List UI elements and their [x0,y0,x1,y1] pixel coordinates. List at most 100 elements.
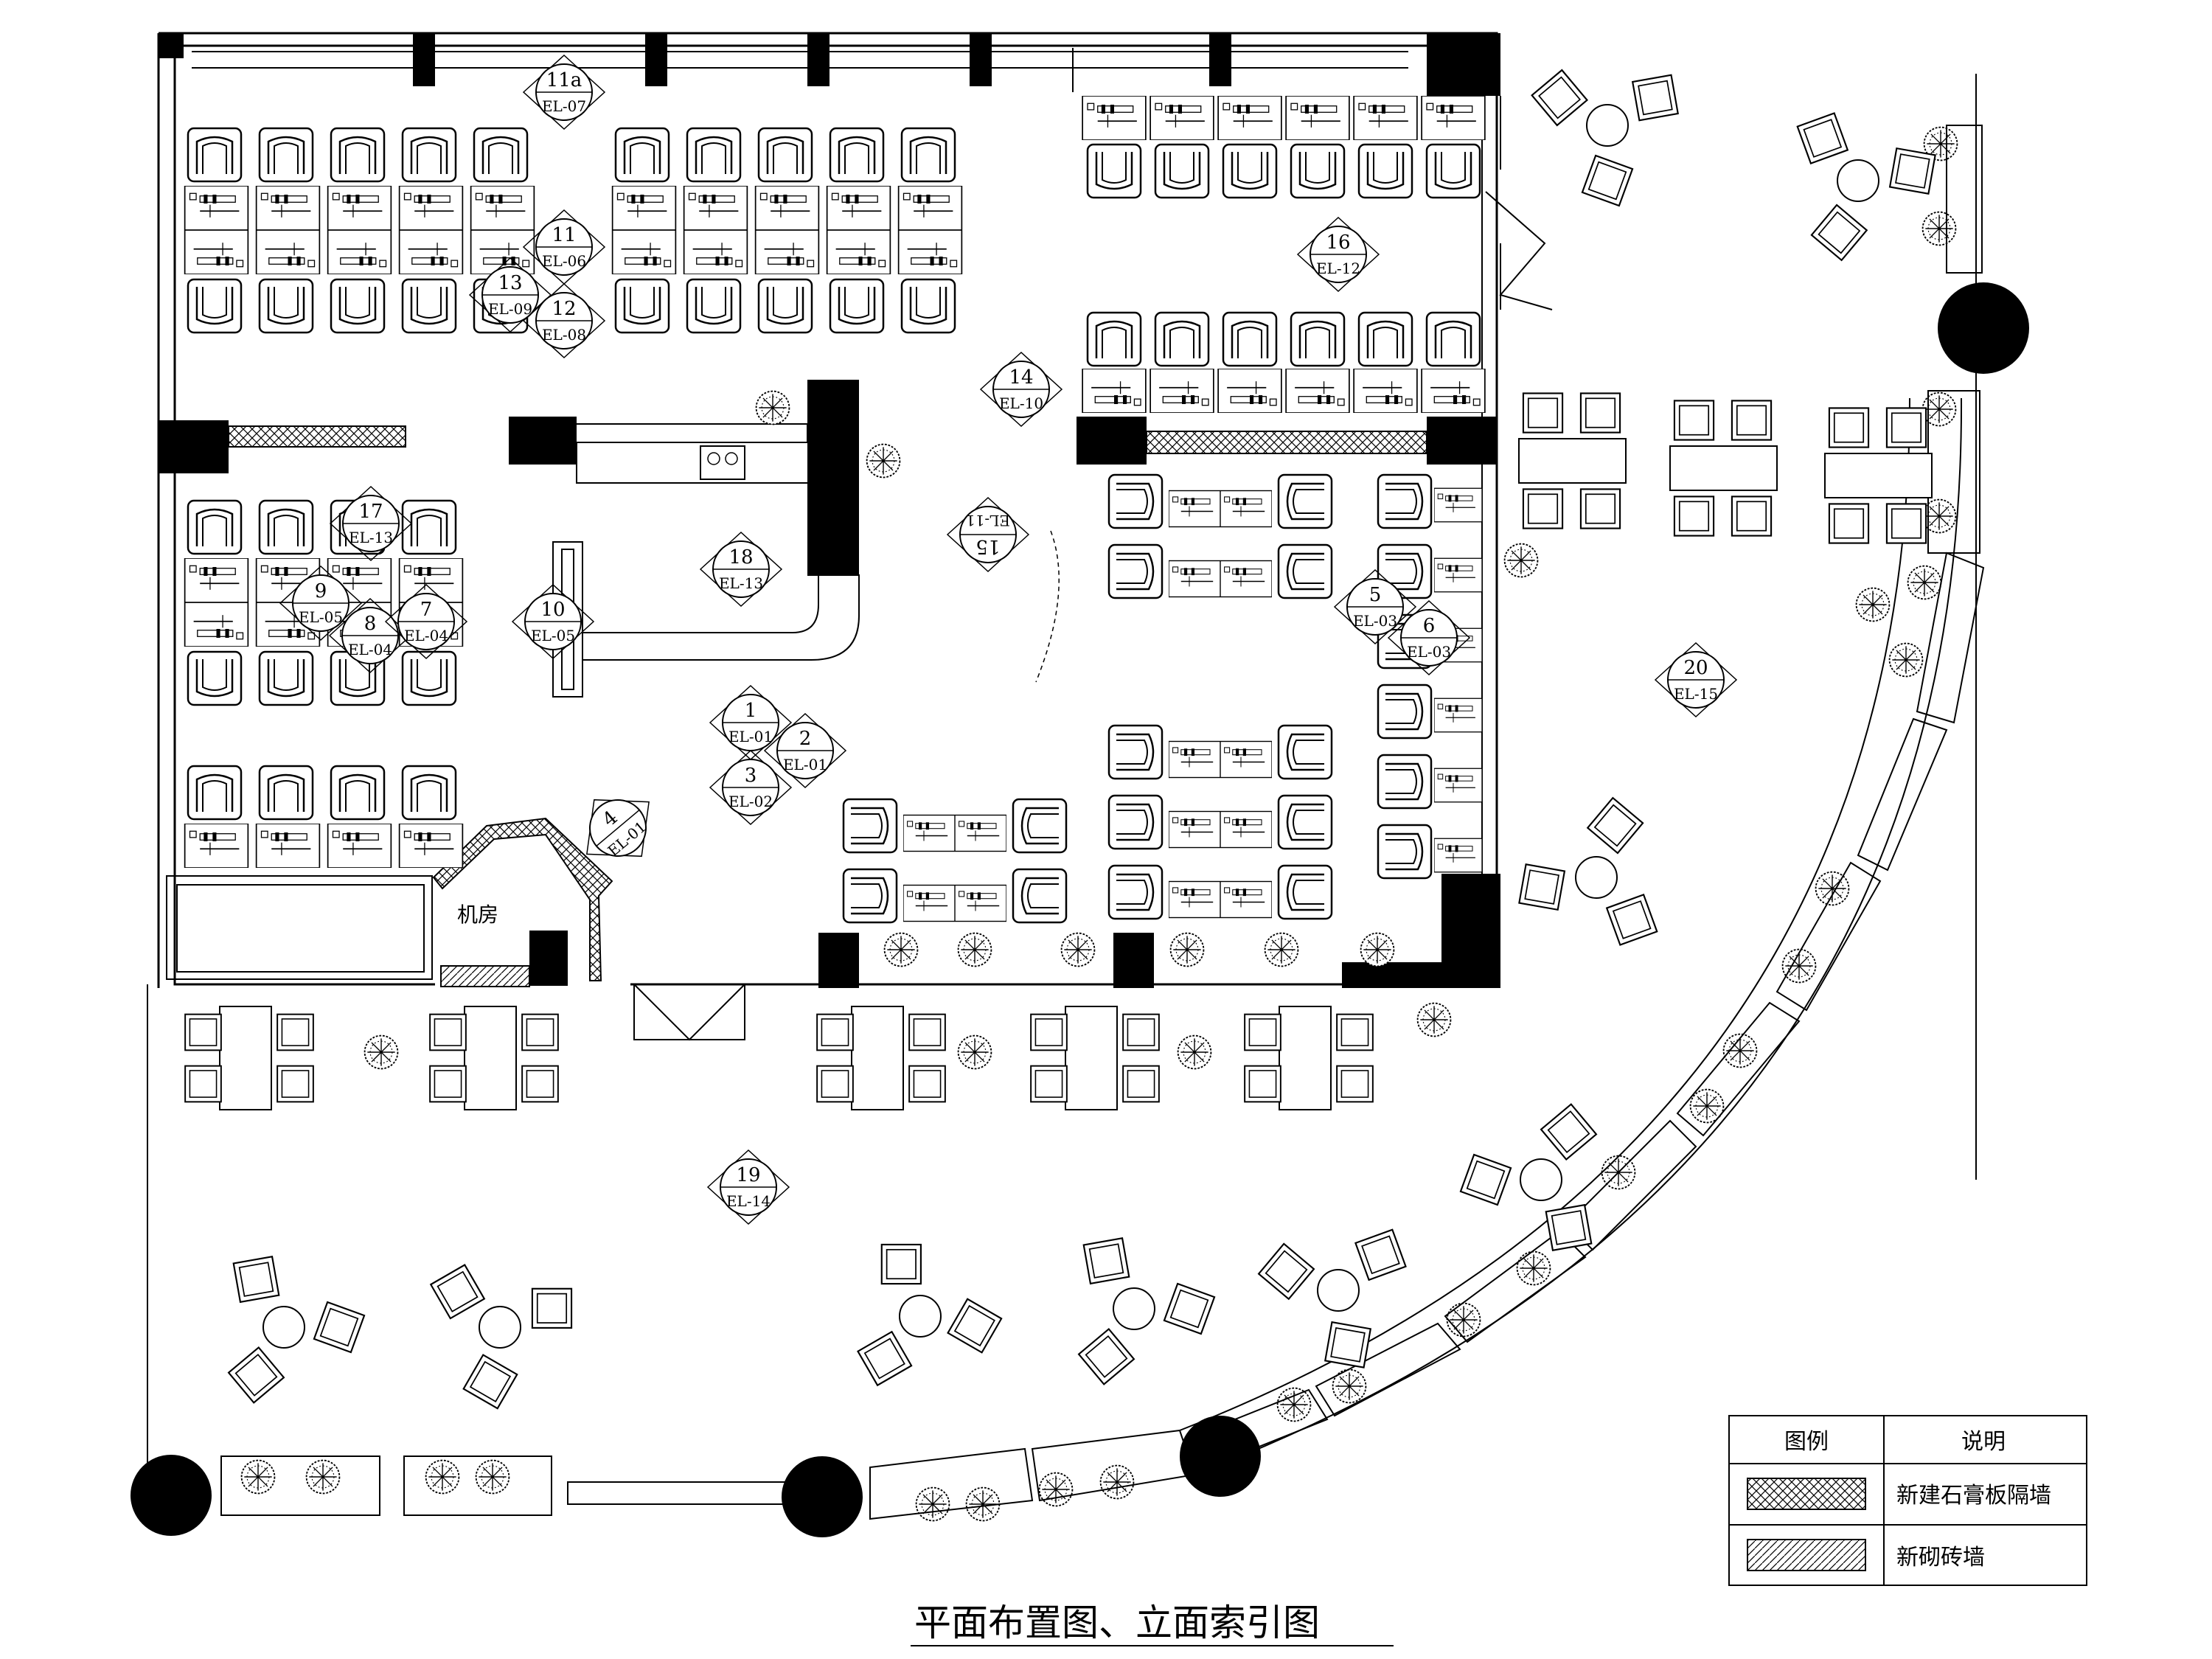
desk [184,230,249,274]
round-table [899,1295,942,1338]
desk [1169,810,1220,849]
desk [1285,96,1350,140]
desk [1150,96,1214,140]
desk [1150,369,1214,413]
marker-number: 3 [745,765,757,787]
marker-number: 1 [745,700,757,722]
shrub [1516,1251,1551,1286]
round-table [1575,856,1618,899]
desk [255,824,321,868]
round-table [1520,1158,1562,1201]
office-chair [1222,311,1278,367]
desk [184,558,249,602]
shrub [240,1459,276,1495]
office-chair [1277,473,1333,529]
elevation-marker: 2EL-01 [763,712,847,789]
office-chair [1425,311,1481,367]
office-chair [1377,754,1433,810]
office-chair [1277,864,1333,920]
office-chair [1377,824,1433,880]
dining-chair [816,1065,854,1103]
dining-chair [1030,1065,1068,1103]
elevation-marker: 4EL-01 [586,799,650,860]
office-chair [1107,864,1164,920]
desk [1169,560,1220,598]
desk [470,186,535,230]
dining-table [1824,453,1933,498]
office-chair [757,278,813,334]
dining-chair [1579,392,1621,434]
marker-number: 10 [540,599,565,621]
desk [903,884,955,922]
desk [1217,96,1282,140]
dining-chair [1244,1013,1281,1051]
dining-chair [1545,1204,1593,1251]
marker-sheet-ref: EL-02 [728,793,773,810]
dining-chair [947,1298,1003,1354]
dining-chair [1336,1013,1374,1051]
dining-chair [1522,488,1564,529]
office-chair [401,127,457,183]
marker-sheet-ref: EL-08 [542,326,586,344]
office-chair [1086,311,1142,367]
marker-number: 2 [799,728,812,750]
legend-item-gypsum-wall: 新建石膏板隔墙 [1896,1483,2051,1509]
desk [1421,369,1486,413]
shrub [957,1034,992,1070]
exterior-terrace [147,74,1985,1520]
desk [327,230,392,274]
round-table [1113,1287,1155,1330]
desk [1285,369,1350,413]
desk [1434,487,1482,524]
office-chair [1107,794,1164,850]
round-table [1586,104,1629,147]
desk [903,814,955,852]
office-chair [1086,143,1142,199]
marker-sheet-ref: EL-13 [719,574,763,592]
office-chair [842,868,898,924]
office-chair [330,127,386,183]
dining-chair [1587,797,1644,855]
marker-number: 13 [498,272,522,294]
desk [1353,369,1418,413]
office-chair [1277,794,1333,850]
dining-chair [1889,147,1936,195]
dining-chair [531,1287,573,1329]
legend-header-description: 说明 [1961,1429,2006,1455]
office-chair [1107,473,1164,529]
marker-sheet-ref: EL-12 [1316,260,1360,277]
shrub [1060,932,1096,967]
office-chair [1290,311,1346,367]
office-chair [401,278,457,334]
office-chair [1154,143,1210,199]
marker-sheet-ref: EL-10 [999,394,1043,412]
elevation-marker: 6EL-03 [1387,599,1471,676]
desk [1434,697,1482,734]
dining-chair [1354,1228,1407,1281]
office-chair [258,127,314,183]
dining-chair [1885,407,1927,448]
office-chair [1377,684,1433,740]
marker-sheet-ref: EL-04 [404,627,448,644]
dining-table [1518,438,1627,484]
dining-chair [1731,495,1773,537]
dining-chair [880,1243,922,1285]
dining-chair [1082,1237,1130,1284]
shrub [915,1486,950,1522]
desk [398,186,464,230]
desk [826,186,891,230]
dining-chair [1122,1013,1160,1051]
dining-chair [1731,400,1773,441]
marker-number: 11a [546,69,582,91]
dining-table [464,1006,517,1110]
shrub [305,1459,341,1495]
dining-chair [908,1013,946,1051]
marker-sheet-ref: EL-14 [726,1192,771,1210]
